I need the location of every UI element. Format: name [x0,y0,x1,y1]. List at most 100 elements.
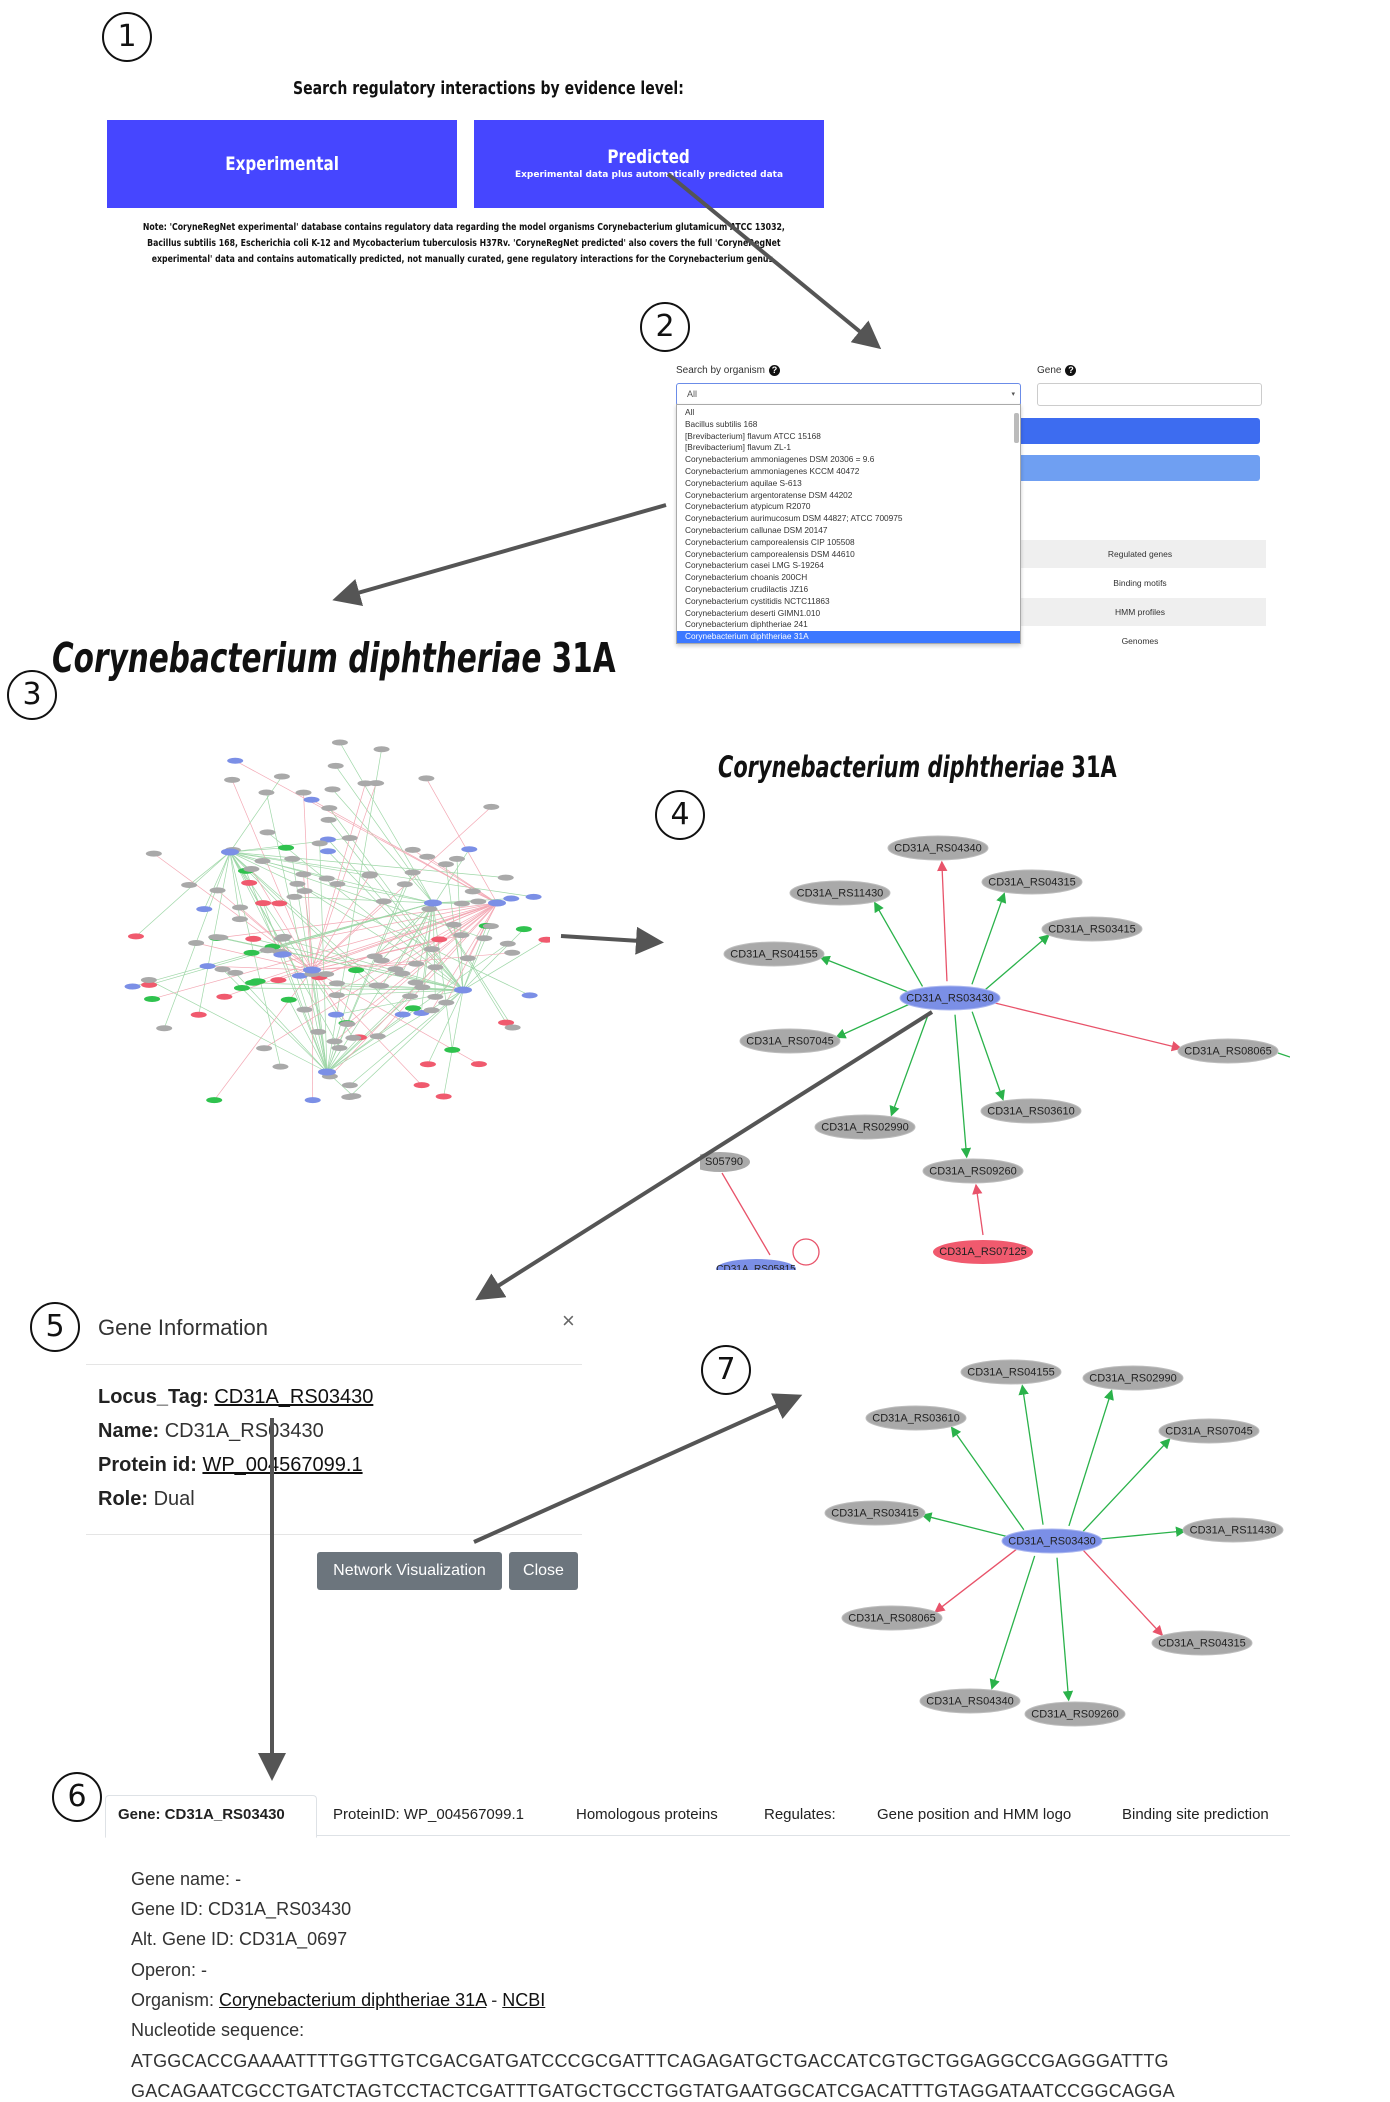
network-node[interactable] [887,835,989,861]
overview-node[interactable] [407,979,424,986]
overview-node[interactable] [521,992,538,999]
overview-node[interactable] [259,829,276,836]
overview-node[interactable] [328,1011,345,1018]
organism-option[interactable]: Corynebacterium camporealensis CIP 10550… [685,536,855,547]
network-node[interactable] [723,941,825,967]
network-node[interactable] [841,1605,943,1631]
overview-node[interactable] [470,1061,487,1068]
organism-option[interactable]: Corynebacterium ammoniagenes KCCM 40472 [685,465,860,476]
overview-node[interactable] [328,992,345,999]
overview-node[interactable] [504,949,521,956]
overview-hub-node[interactable] [221,848,239,856]
overview-node[interactable] [227,969,244,976]
organism-option[interactable]: Corynebacterium camporealensis DSM 44610 [685,548,855,559]
overview-node[interactable] [241,879,258,886]
overview-node[interactable] [345,1034,362,1041]
overview-node[interactable] [503,895,520,902]
organism-option[interactable]: Corynebacterium argentoratense DSM 44202 [685,489,853,500]
overview-node[interactable] [525,893,542,900]
overview-node[interactable] [405,1005,422,1012]
overview-node[interactable] [319,848,336,855]
overview-node[interactable] [144,995,161,1002]
overview-node[interactable] [256,1045,273,1052]
overview-node[interactable] [243,866,260,873]
overview-node[interactable] [423,1007,440,1014]
network-node[interactable] [865,1405,967,1431]
overview-node[interactable] [348,967,365,974]
overview-node[interactable] [373,957,390,964]
organism-option[interactable]: Corynebacterium diphtheriae 31A [677,631,1020,643]
overview-node[interactable] [362,871,379,878]
overview-node[interactable] [318,875,335,882]
overview-node[interactable] [254,858,271,865]
overview-node[interactable] [402,993,419,1000]
network-node[interactable] [933,1240,1033,1264]
organism-option[interactable]: Corynebacterium aquilae S-613 [685,477,802,488]
organism-option[interactable]: Corynebacterium choanis 200CH [685,572,808,583]
overview-node[interactable] [296,888,313,895]
overview-node[interactable] [227,757,244,764]
overview-node[interactable] [368,982,385,989]
organism-option[interactable]: Corynebacterium casei LMG S-19264 [685,560,824,571]
network-node[interactable] [960,1359,1062,1385]
overview-node[interactable] [258,789,275,796]
scrollbar-thumb[interactable] [1014,413,1019,443]
overview-node[interactable] [404,869,421,876]
overview-node[interactable] [311,840,328,847]
overview-node[interactable] [444,1046,461,1053]
overview-node[interactable] [435,1093,452,1100]
overview-node[interactable] [419,853,436,860]
overview-node[interactable] [369,1033,386,1040]
overview-node[interactable] [499,940,516,947]
overview-node[interactable] [284,855,301,862]
organism-option[interactable]: Corynebacterium diphtheriae 241 [685,619,808,630]
close-button[interactable]: Close [509,1552,578,1590]
organism-option[interactable]: Corynebacterium deserti GIMN1.010 [685,607,821,618]
overview-node[interactable] [453,900,470,907]
network-node[interactable] [980,1098,1082,1124]
overview-node[interactable] [445,921,462,928]
organism-option[interactable]: Corynebacterium cystitidis NCTC11863 [685,595,830,606]
overview-node[interactable] [421,905,438,912]
overview-node[interactable] [515,926,532,933]
overview-node[interactable] [209,887,226,894]
overview-node[interactable] [280,996,297,1003]
overview-node[interactable] [245,935,262,942]
overview-node[interactable] [255,900,272,907]
overview-node[interactable] [291,972,308,979]
overview-node[interactable] [231,916,248,923]
center-node[interactable] [1001,1528,1103,1554]
subnetwork-graph[interactable]: CD31A_RS04340CD31A_RS11430CD31A_RS04315C… [700,825,1290,1270]
overview-node[interactable] [483,803,500,810]
tab-binding-site-prediction[interactable]: Binding site prediction [1122,1806,1269,1823]
overview-hub-node[interactable] [303,966,321,974]
network-node[interactable] [789,880,891,906]
organism-option[interactable]: All [685,407,695,417]
overview-node[interactable] [321,805,338,812]
help-icon[interactable]: ? [768,365,780,376]
overview-node[interactable] [259,947,276,954]
overview-node[interactable] [245,979,262,986]
overview-node[interactable] [127,933,144,940]
overview-node[interactable] [273,773,290,780]
protein-id-link[interactable]: WP_004567099.1 [202,1454,363,1476]
overview-node[interactable] [404,846,421,853]
close-icon[interactable]: × [562,1308,575,1333]
overview-node[interactable] [275,951,292,958]
overview-node[interactable] [295,789,312,796]
network-node[interactable] [1151,1630,1253,1656]
overview-node[interactable] [289,880,306,887]
tab-regulates[interactable]: Regulates: [764,1806,836,1823]
overview-node[interactable] [438,999,455,1006]
overview-node[interactable] [278,844,295,851]
overview-node[interactable] [208,934,225,941]
overview-hub-node[interactable] [488,899,506,907]
overview-node[interactable] [140,976,157,983]
organism-option[interactable]: Corynebacterium aurimucosum DSM 44827; A… [685,513,903,524]
overview-node[interactable] [181,882,198,889]
network-node[interactable] [1082,1365,1184,1391]
overview-node[interactable] [461,846,478,853]
overview-node[interactable] [414,984,431,991]
tab-gene-position[interactable]: Gene position and HMM logo [877,1806,1072,1823]
